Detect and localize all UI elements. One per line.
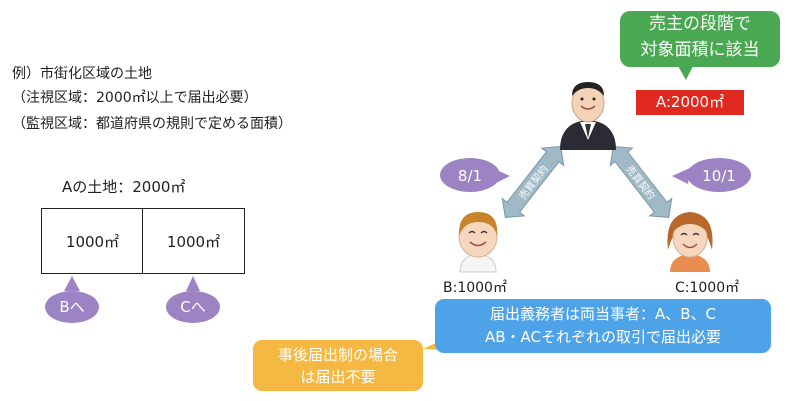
seller-callout-pointer xyxy=(678,66,693,80)
right-date-bubble: 10/1 xyxy=(672,158,751,192)
post-line1: 事後届出制の場合 xyxy=(277,346,398,364)
buyer-c-icon xyxy=(667,212,713,272)
left-date-bubble: 8/1 xyxy=(440,158,510,192)
duty-line1: 届出義務者は両当事者：A、B、C xyxy=(489,305,717,323)
right-contract-arrow: 売買契約 xyxy=(609,146,673,218)
post-line2: は届出不要 xyxy=(300,368,376,386)
buyer-b-icon xyxy=(458,212,498,273)
to-c-label: Cへ xyxy=(180,298,205,316)
lot-left-area: 1000㎡ xyxy=(65,232,120,251)
seller-a-icon xyxy=(560,82,616,150)
lot-right-area: 1000㎡ xyxy=(166,232,221,251)
duty-line2: AB・ACそれぞれの取引で届出必要 xyxy=(484,328,722,346)
to-b-label: Bへ xyxy=(59,298,84,316)
buyer-c-label: C:1000㎡ xyxy=(675,280,740,296)
monitor-area-note: （監視区域：都道府県の規則で定める面積） xyxy=(12,116,292,132)
right-date-label: 10/1 xyxy=(702,167,736,185)
left-contract-arrow: 売買契約 xyxy=(501,146,565,218)
left-date-label: 8/1 xyxy=(458,167,482,185)
seller-callout-line1: 売主の段階で xyxy=(649,14,751,34)
seller-callout-line2: 対象面積に該当 xyxy=(640,40,760,60)
lot-title: Aの土地：2000㎡ xyxy=(62,178,186,196)
post-notification-box: 事後届出制の場合 は届出不要 xyxy=(253,340,423,391)
lot-right-parcel: 1000㎡ xyxy=(142,208,245,274)
seller-callout: 売主の段階で 対象面積に該当 xyxy=(620,11,780,67)
notification-duty-box: 届出義務者は両当事者：A、B、C AB・ACそれぞれの取引で届出必要 xyxy=(435,299,771,353)
watch-area-note: （注視区域：2000㎡以上で届出必要） xyxy=(12,90,258,106)
to-b-bubble: Bへ xyxy=(45,276,99,323)
buyer-b-label: B:1000㎡ xyxy=(443,280,507,296)
example-title: 例）市街化区域の土地 xyxy=(12,66,152,82)
seller-area-badge: A:2000㎡ xyxy=(636,90,744,115)
to-c-bubble: Cへ xyxy=(166,276,220,323)
